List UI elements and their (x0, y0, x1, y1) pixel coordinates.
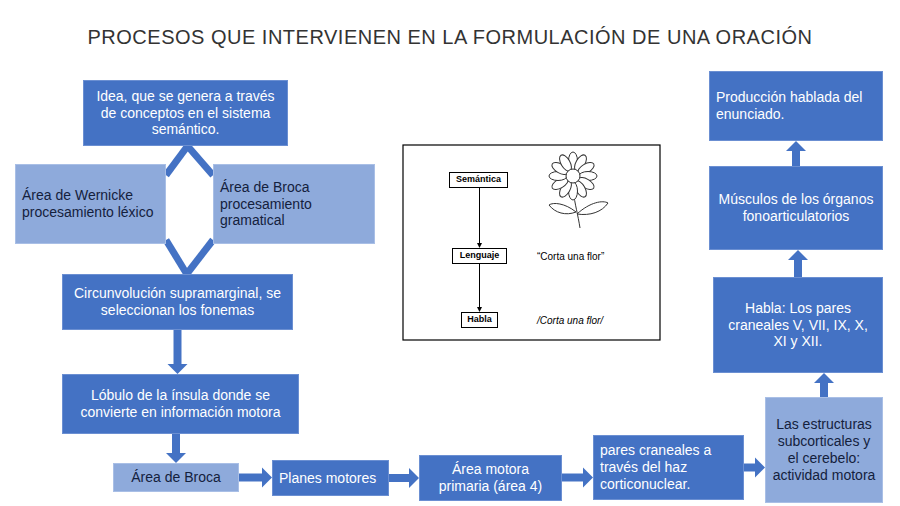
box-text: Semántica (452, 175, 505, 185)
connector-line (174, 330, 182, 364)
process-box: Habla: Los pares craneales V, VII, IX, X… (713, 277, 883, 373)
arrow-head (583, 468, 593, 488)
arrow-head (786, 141, 806, 151)
diagram-title: PROCESOS QUE INTERVIENEN EN LA FORMULACI… (0, 26, 900, 49)
flow-arrow (477, 188, 482, 248)
block-arrow (239, 468, 272, 488)
arrow-head (814, 373, 834, 383)
process-box: Circunvolución supramarginal, se selecci… (62, 274, 293, 330)
connector-line (187, 240, 213, 274)
flower-leaf (577, 202, 608, 215)
inset-caption: /Corta una flor/ (537, 315, 603, 326)
block-arrow (168, 330, 188, 374)
block-arrow (389, 468, 419, 488)
arrow-head (168, 364, 188, 374)
block-arrow (744, 458, 765, 478)
box-text: Área motora primaria (área 4) (426, 461, 555, 495)
flower-drawing (549, 152, 608, 228)
arrow-head (409, 468, 419, 488)
connector-line (172, 434, 180, 453)
process-box: Área de Wernicke procesamiento léxico (15, 164, 166, 244)
box-text: Músculos de los órganos fonoarticulatori… (716, 191, 876, 225)
box-text: Planes motores (279, 470, 382, 487)
connector-line (794, 260, 802, 277)
chevron-connector (187, 240, 213, 274)
flow-arrow (477, 264, 482, 312)
process-box: Lóbulo de la ínsula donde se convierte e… (62, 374, 299, 434)
process-box: Área de Broca (113, 463, 239, 492)
chevron-connector (166, 240, 187, 274)
process-box: Las estructuras subcorticales y el cereb… (765, 397, 883, 503)
inset-frame (403, 145, 660, 340)
process-box: pares craneales a través del haz cortico… (593, 435, 744, 500)
flow-step-box: Semántica (449, 172, 508, 188)
process-box: Planes motores (272, 460, 389, 496)
process-box: Producción hablada del enunciado. (709, 71, 883, 141)
inset-caption: “Corta una flor” (537, 251, 604, 262)
box-text: pares craneales a través del haz cortico… (600, 442, 737, 492)
box-text: Idea, que se genera a través de concepto… (90, 88, 281, 138)
box-text: Área de Wernicke procesamiento léxico (22, 187, 159, 221)
flower-leaf (549, 203, 576, 213)
chevron-connector (188, 146, 213, 175)
box-text: Lóbulo de la ínsula donde se convierte e… (69, 387, 292, 421)
block-arrow (788, 250, 808, 277)
box-text: Lenguaje (455, 251, 504, 261)
connector-line (166, 240, 187, 274)
box-text: Habla (464, 315, 495, 325)
box-text: Circunvolución supramarginal, se selecci… (69, 285, 286, 319)
connector-line (562, 474, 583, 482)
block-arrow (786, 141, 806, 166)
connector-line (744, 464, 755, 472)
connector-line (166, 146, 188, 175)
box-text: Las estructuras subcorticales y el cereb… (772, 416, 876, 483)
block-arrow (814, 373, 834, 397)
connector-line (820, 383, 828, 397)
box-text: Producción hablada del enunciado. (716, 89, 876, 123)
process-box: Área motora primaria (área 4) (419, 455, 562, 501)
connector-line (479, 188, 480, 243)
block-arrow (166, 434, 186, 463)
connector-line (239, 474, 262, 482)
connector-line (792, 151, 800, 166)
flow-step-box: Habla (461, 312, 498, 328)
connector-line (389, 474, 409, 482)
box-text: Área de Broca procesamiento gramatical (220, 179, 368, 229)
process-box: Idea, que se genera a través de concepto… (83, 80, 288, 146)
process-box: Músculos de los órganos fonoarticulatori… (709, 166, 883, 250)
flower-center (566, 169, 580, 183)
connector-line (479, 264, 480, 307)
arrow-head (262, 468, 272, 488)
box-text: Área de Broca (120, 469, 232, 486)
arrow-head (166, 453, 186, 463)
chevron-connector (166, 146, 188, 175)
box-text: Habla: Los pares craneales V, VII, IX, X… (720, 300, 876, 350)
connector-line (188, 146, 213, 175)
process-box: Área de Broca procesamiento gramatical (213, 164, 375, 244)
flow-step-box: Lenguaje (452, 248, 507, 264)
block-arrow (562, 468, 593, 488)
arrow-head (755, 458, 765, 478)
arrow-head (788, 250, 808, 260)
